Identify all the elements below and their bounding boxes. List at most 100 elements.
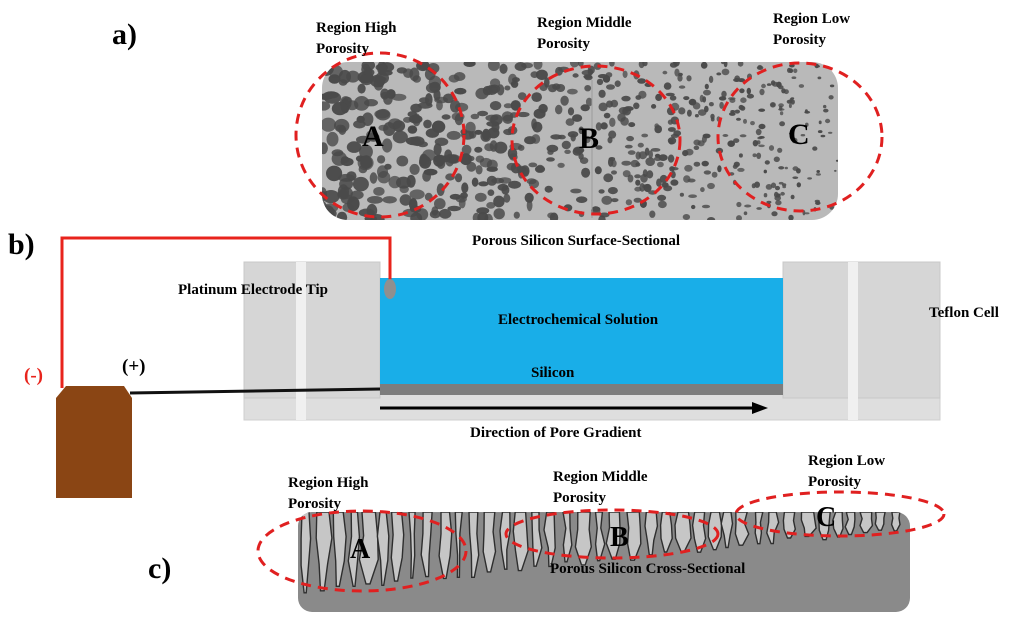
pore — [787, 67, 792, 73]
pore-channel — [315, 512, 333, 592]
pore — [656, 178, 662, 187]
pore — [328, 74, 341, 84]
pore — [817, 76, 822, 80]
pore — [453, 72, 466, 81]
pore — [410, 115, 421, 122]
pore-channel — [347, 512, 361, 587]
pore — [423, 168, 438, 176]
pore — [493, 195, 505, 208]
pore — [835, 211, 838, 215]
teflon-cell-right-wall — [782, 261, 941, 399]
pore — [356, 135, 371, 144]
pore — [555, 104, 563, 115]
pore — [766, 200, 772, 204]
pore — [474, 129, 483, 135]
pore — [499, 63, 508, 74]
pore — [487, 189, 495, 196]
pore — [774, 191, 779, 198]
pore — [565, 118, 575, 126]
cross-region-b-ellipse — [504, 508, 720, 560]
pore — [581, 167, 591, 178]
pore — [549, 212, 559, 220]
pore — [755, 128, 762, 136]
pore — [708, 102, 714, 107]
pore — [576, 196, 588, 203]
pore — [593, 62, 602, 70]
pore — [688, 194, 697, 198]
pore — [598, 102, 608, 112]
pore — [739, 134, 747, 138]
pore — [489, 101, 502, 111]
surface-region-a-label: Region High Porosity — [316, 20, 400, 57]
pore — [597, 74, 609, 79]
teflon-cell-label: Teflon Cell — [929, 305, 999, 321]
pore — [825, 118, 831, 124]
pore — [798, 84, 805, 88]
pore — [635, 151, 641, 160]
pore — [459, 153, 472, 166]
pore — [326, 131, 339, 147]
surface-panel — [322, 62, 838, 220]
pore — [736, 215, 742, 220]
pore — [510, 100, 521, 111]
pore — [423, 119, 432, 129]
pore-channel — [626, 512, 642, 561]
pore — [357, 83, 366, 94]
pore — [648, 150, 653, 159]
pore — [815, 201, 821, 206]
pore — [626, 135, 634, 142]
pore — [691, 204, 696, 210]
pore — [346, 70, 360, 83]
pore — [594, 166, 602, 175]
silicon-wafer — [380, 384, 783, 395]
pore — [433, 143, 442, 156]
pore — [746, 87, 751, 95]
pore — [634, 174, 641, 179]
pore — [531, 92, 542, 102]
pore — [517, 111, 530, 118]
panel-label-b: b) — [8, 228, 35, 261]
pore — [399, 185, 409, 194]
pore — [804, 110, 811, 114]
pore — [360, 155, 372, 169]
pore — [682, 150, 689, 157]
pore — [677, 74, 683, 82]
pore — [534, 165, 546, 173]
pore — [779, 105, 783, 111]
pore — [692, 102, 701, 110]
pore — [663, 82, 672, 90]
pore — [528, 162, 538, 168]
pore — [461, 144, 472, 155]
pore — [781, 88, 786, 94]
pore — [737, 78, 746, 83]
pore — [513, 211, 520, 219]
pore — [817, 130, 823, 134]
pore — [544, 185, 553, 193]
pore — [352, 176, 369, 192]
surface-caption: Porous Silicon Surface-Sectional — [472, 233, 680, 249]
pore — [740, 97, 747, 103]
pore — [643, 183, 652, 193]
pore — [778, 166, 785, 170]
pore — [340, 194, 354, 205]
pore — [779, 111, 784, 116]
pore-channel — [659, 512, 673, 553]
pore-channel — [358, 512, 379, 585]
pore — [533, 62, 543, 70]
pore — [578, 152, 584, 160]
pore — [796, 182, 801, 188]
pore — [792, 166, 799, 171]
pore — [624, 144, 633, 149]
pore — [514, 62, 527, 71]
pore — [434, 96, 448, 104]
surface-letter-b: B — [579, 122, 599, 155]
positive-wire — [129, 387, 381, 395]
pore — [583, 74, 593, 79]
pore — [322, 142, 328, 155]
pore — [561, 140, 571, 150]
pore — [391, 93, 407, 101]
pore — [812, 146, 818, 151]
pore — [758, 123, 766, 130]
pore — [738, 153, 743, 158]
pore — [711, 171, 718, 178]
